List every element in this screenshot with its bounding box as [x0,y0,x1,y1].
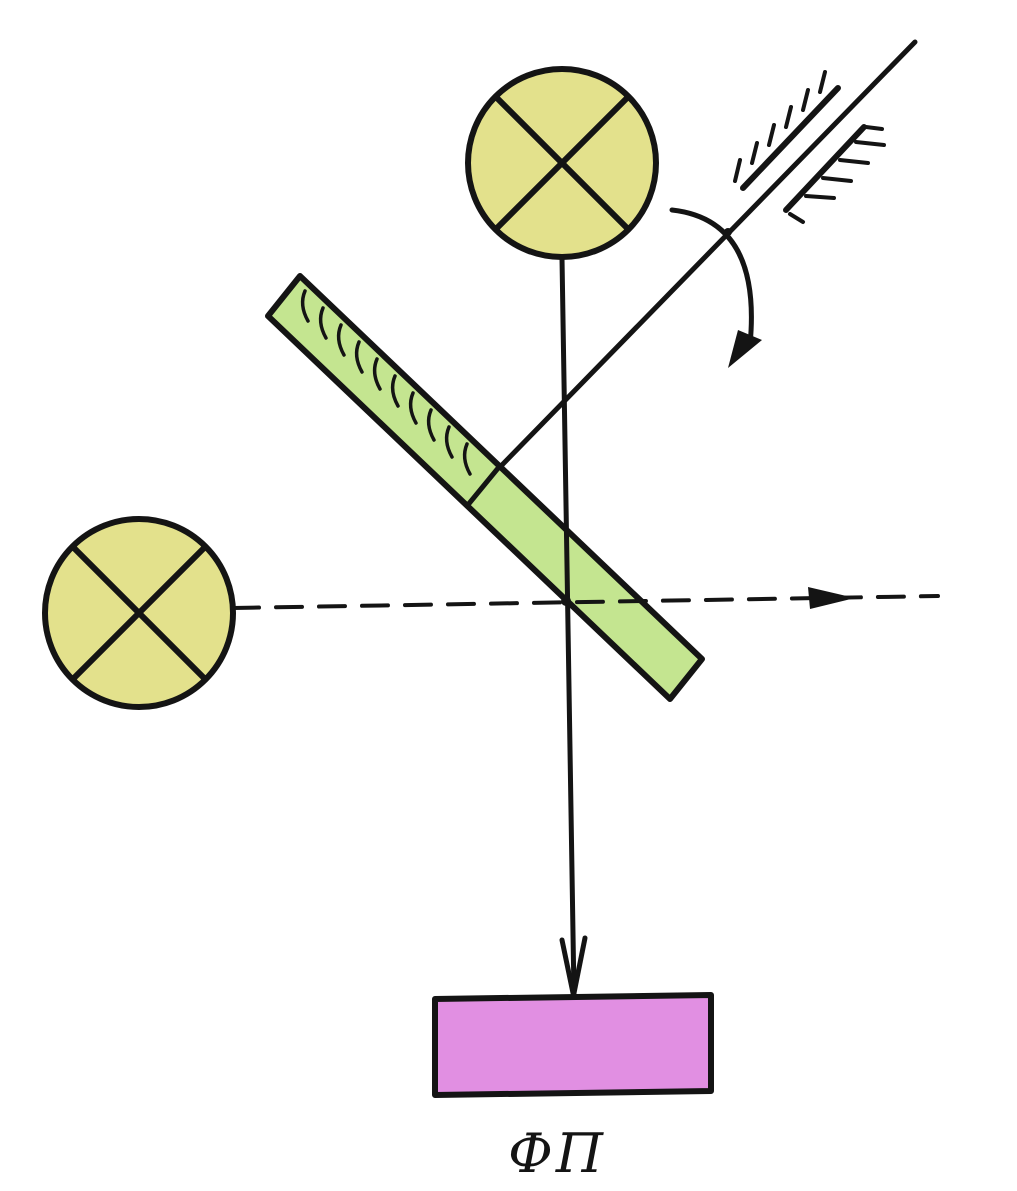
rotating-arm [499,39,918,468]
photodetector-label: ФП [508,1122,606,1185]
beam-intersection [561,596,571,606]
lamp-cross-circle-icon-top [465,66,659,260]
beam-arrowhead-icon [559,935,588,996]
tilted-plate [265,273,705,702]
dashed-beam-arrowhead-icon [808,587,855,609]
photodetector [432,992,714,1098]
horizontal-dashed-beam [231,594,940,610]
plate-grating-marks [300,289,472,476]
fixed-support-icon [733,70,886,224]
rotation-arrow-icon [669,207,762,368]
lamp-cross-circle-icon-left [42,516,236,710]
vertical-beam [559,255,577,998]
